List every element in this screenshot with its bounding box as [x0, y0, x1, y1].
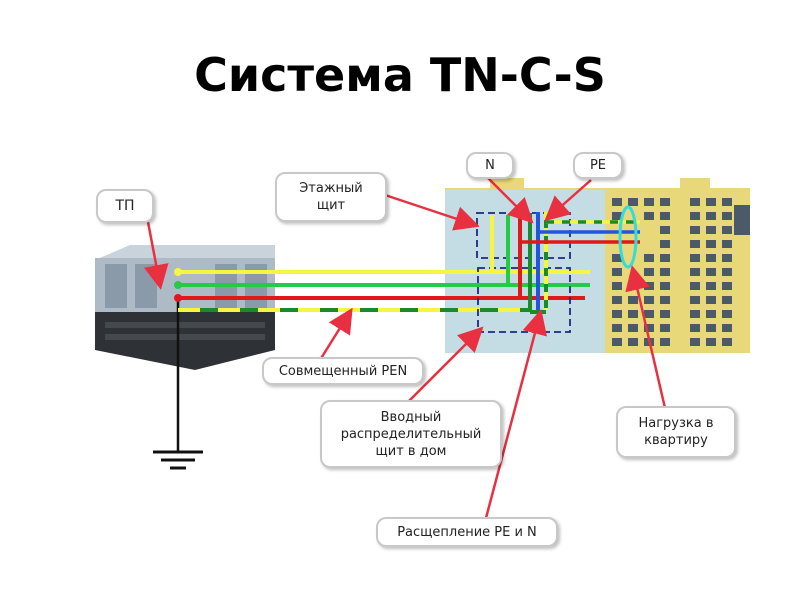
- label-n: N: [466, 152, 514, 179]
- pointer-arrows: [143, 177, 667, 519]
- label-pe: PE: [573, 152, 623, 179]
- transformer-substation-icon: [95, 245, 275, 370]
- label-split: Расщепление PE и N: [376, 517, 558, 547]
- label-floor-panel: Этажный щит: [275, 172, 387, 222]
- risers: [490, 212, 548, 314]
- label-tp: ТП: [96, 189, 154, 223]
- label-input-panel: Вводный распределительный щит в дом: [320, 400, 502, 468]
- label-pen: Совмещенный PEN: [262, 357, 424, 385]
- label-load: Нагрузка в квартиру: [616, 406, 736, 458]
- ground-symbol-icon: [153, 300, 203, 470]
- page-title: Система TN-C-S: [194, 48, 606, 102]
